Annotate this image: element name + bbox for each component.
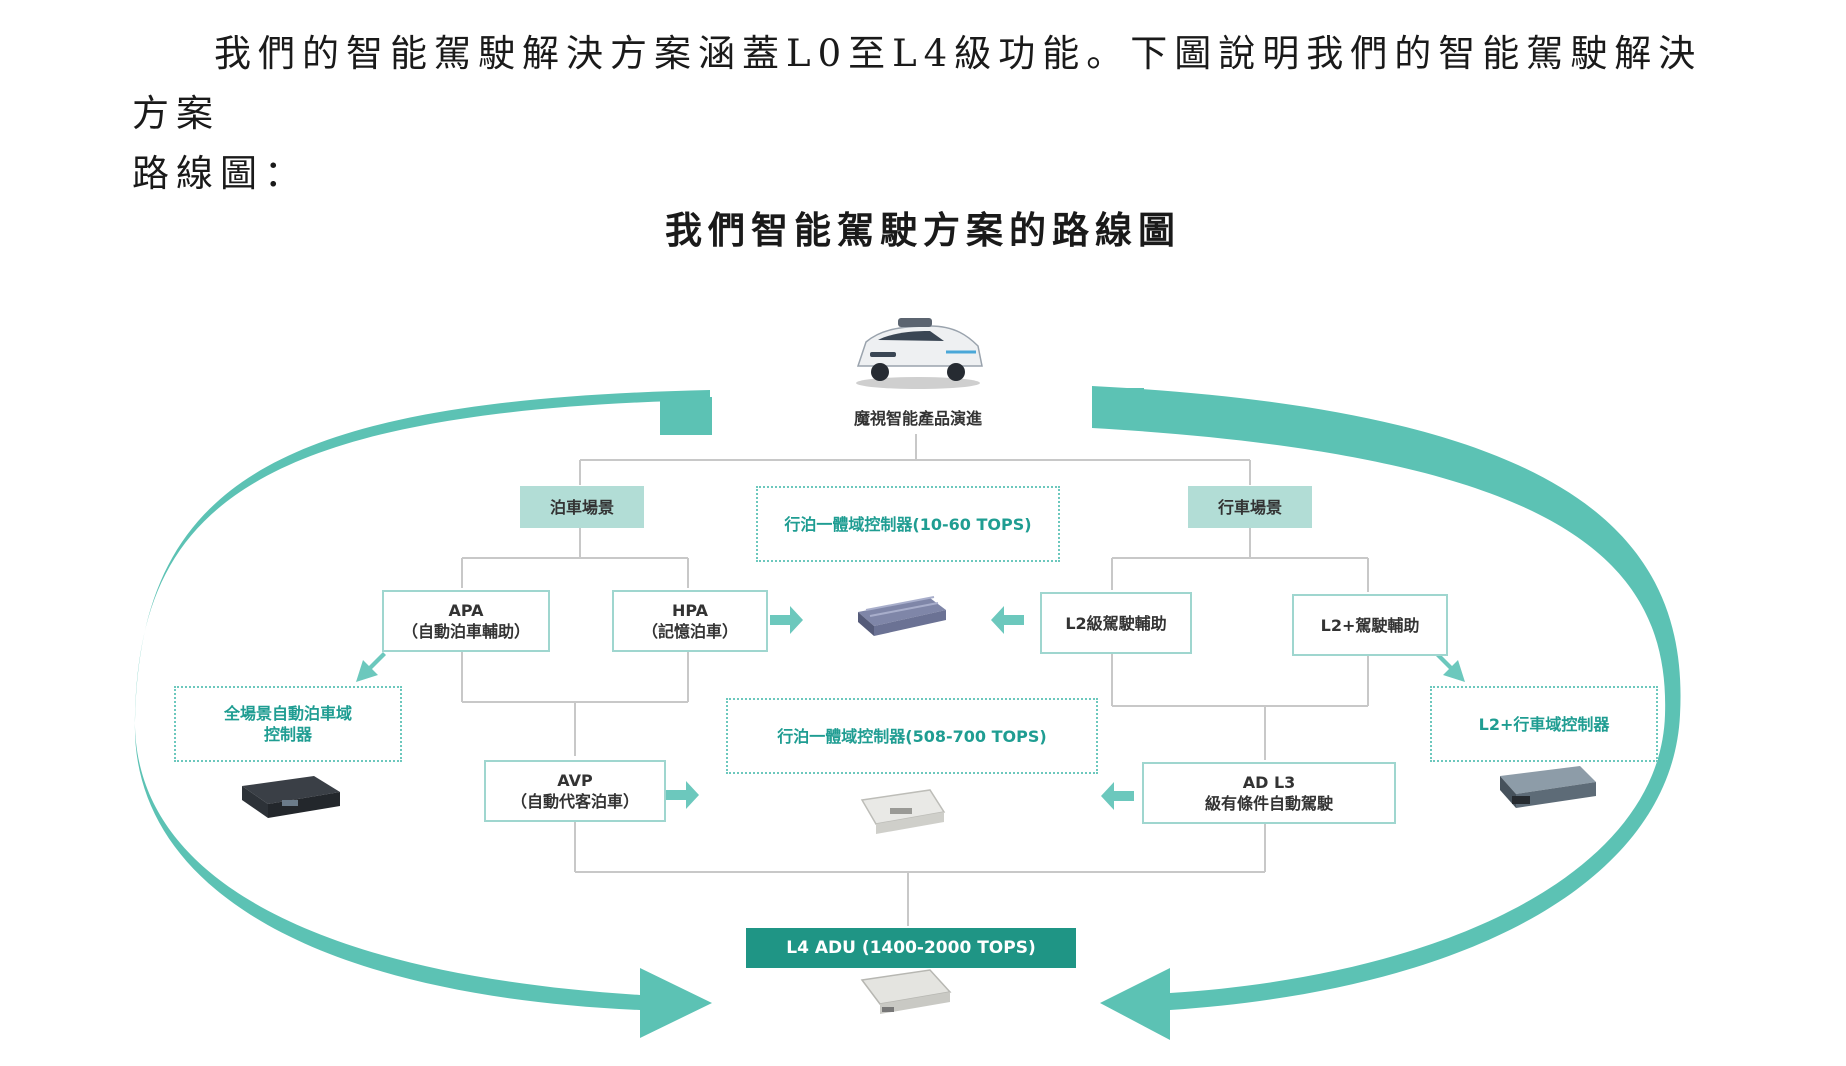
- avp-box: AVP （自動代客泊車）: [484, 760, 666, 822]
- controller-image-l2plus: [1500, 766, 1596, 808]
- arrow-l2-to-controller: [991, 606, 1024, 634]
- intro-line-2: 路線圖：: [132, 152, 308, 195]
- l2-box: L2級駕駛輔助: [1040, 592, 1192, 654]
- avp-code: AVP: [557, 771, 593, 790]
- small-arrows: [356, 606, 1465, 810]
- intro-line-1: 我們的智能駕駛解決方案涵蓋L0至L4級功能。下圖說明我們的智能駕駛解決方案: [132, 32, 1703, 135]
- hpa-code: HPA: [671, 601, 709, 620]
- intro-paragraph: 我們的智能駕駛解決方案涵蓋L0至L4級功能。下圖說明我們的智能駕駛解決方案 路線…: [132, 24, 1712, 204]
- controller-top-label: 行泊一體域控制器(10-60 TOPS): [756, 486, 1060, 562]
- hpa-box: HPA （記憶泊車）: [612, 590, 768, 652]
- arrow-l2plus-to-l2plus-controller: [1435, 652, 1465, 682]
- avp-desc: （自動代客泊車）: [510, 792, 639, 811]
- apa-desc: （自動泊車輔助）: [401, 622, 530, 641]
- adl3-code: AD L3: [1242, 773, 1296, 792]
- arrow-apa-to-parking-controller: [356, 652, 386, 682]
- root-node: 魔視智能產品演進: [853, 408, 982, 428]
- l4-adu-box: L4 ADU (1400-2000 TOPS): [746, 928, 1076, 968]
- controller-mid-label: 行泊一體域控制器(508-700 TOPS): [726, 698, 1098, 774]
- parking-controller-line1: 全場景自動泊車域: [223, 704, 352, 723]
- arrow-avp-to-controller: [666, 781, 699, 809]
- right-arrow-tail: [1092, 388, 1144, 428]
- controller-image-top: [858, 596, 946, 636]
- driving-category: 行車場景: [1188, 486, 1312, 528]
- autonomous-car-image: [856, 318, 983, 389]
- controller-image-parking: [242, 776, 340, 818]
- connector-lines: [461, 434, 1369, 926]
- left-arrow-tail: [660, 397, 712, 435]
- parking-controller-label: 全場景自動泊車域 控制器: [174, 686, 402, 762]
- adl3-box: AD L3 級有條件自動駕駛: [1142, 762, 1396, 824]
- arrow-adl3-to-controller: [1101, 782, 1134, 810]
- parking-category: 泊車場景: [520, 486, 644, 528]
- l2plus-box: L2+駕駛輔助: [1292, 594, 1448, 656]
- apa-box: APA （自動泊車輔助）: [382, 590, 550, 652]
- parking-controller-line2: 控制器: [263, 725, 312, 744]
- l2plus-controller-label: L2+行車域控制器: [1430, 686, 1658, 762]
- controller-image-mid: [860, 789, 946, 834]
- apa-code: APA: [448, 601, 484, 620]
- diagram-title: 我們智能駕駛方案的路線圖: [665, 208, 1181, 252]
- hpa-desc: （記憶泊車）: [641, 622, 738, 641]
- arrow-hpa-to-controller: [770, 606, 803, 634]
- adl3-desc: 級有條件自動駕駛: [1204, 794, 1333, 813]
- controller-image-l4: [860, 969, 952, 1014]
